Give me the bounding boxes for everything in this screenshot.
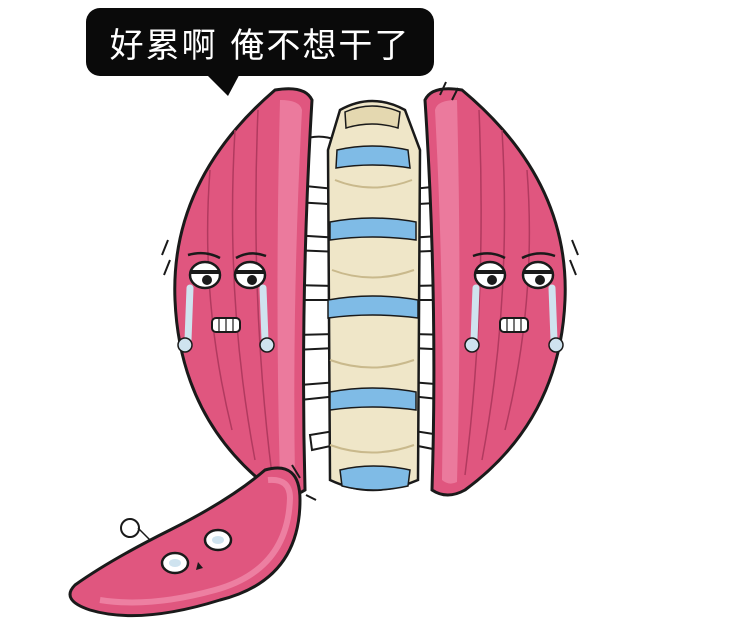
left-muscle-character (161, 87, 314, 497)
tear-icon (184, 284, 194, 344)
disc-2 (329, 217, 417, 241)
tear-icon (548, 284, 558, 344)
disc-3 (327, 295, 419, 319)
lumbar-spine (326, 99, 422, 492)
right-muscle-character (423, 81, 579, 497)
right-eye (233, 260, 267, 290)
disc-5 (339, 465, 411, 491)
disc-1 (335, 145, 411, 169)
fallen-muscle-character (68, 464, 317, 618)
tear-icon (470, 284, 480, 344)
spirit-bubble-icon (120, 518, 140, 538)
disc-4 (329, 387, 417, 411)
speech-bubble: 好累啊 俺不想干了 (86, 8, 434, 76)
left-eye (188, 260, 222, 290)
tear-icon (259, 284, 269, 344)
speech-bubble-text: 好累啊 俺不想干了 (109, 25, 411, 66)
